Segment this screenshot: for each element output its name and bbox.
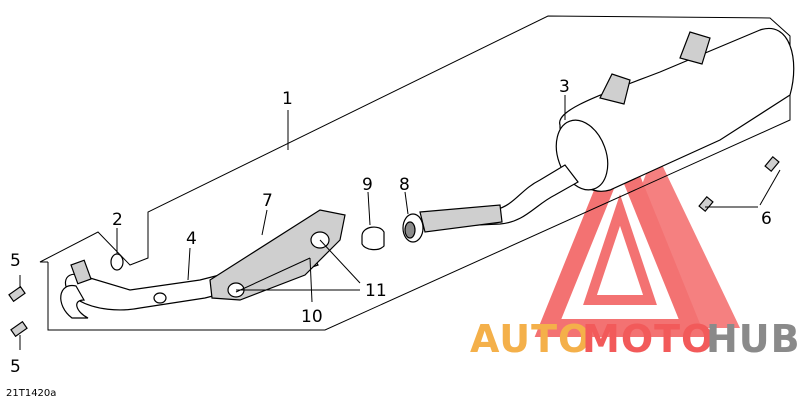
callout-1: 1 (282, 89, 293, 109)
gasket (361, 226, 385, 251)
connector-pipe (402, 204, 503, 243)
callout-7: 7 (262, 191, 273, 211)
callout-4: 4 (186, 229, 197, 249)
nut (110, 253, 124, 271)
callout-3: 3 (559, 77, 570, 97)
callout-2: 2 (112, 210, 123, 230)
watermark-text: AUTO MOTO HUB (470, 317, 800, 361)
callout-11: 11 (365, 281, 387, 301)
muffler (555, 27, 795, 192)
callouts: 1 2 3 4 5 5 6 7 8 9 10 11 (10, 77, 772, 377)
watermark-moto: MOTO (582, 317, 714, 361)
callout-10: 10 (301, 307, 323, 327)
leader-lines (19, 95, 781, 350)
callout-5-bottom: 5 (10, 357, 21, 377)
heat-shield (209, 209, 346, 301)
watermark-logo (534, 125, 740, 337)
figure-code: 21T1420a (6, 388, 56, 399)
bolts-right (698, 155, 780, 213)
watermark-auto: AUTO (470, 317, 591, 361)
assembly-outline (39, 15, 791, 331)
callout-9: 9 (362, 175, 373, 195)
bolts-left (8, 285, 28, 338)
callout-8: 8 (399, 175, 410, 195)
watermark-hub: HUB (706, 317, 800, 361)
callout-6: 6 (761, 209, 772, 229)
callout-5-top: 5 (10, 251, 21, 271)
